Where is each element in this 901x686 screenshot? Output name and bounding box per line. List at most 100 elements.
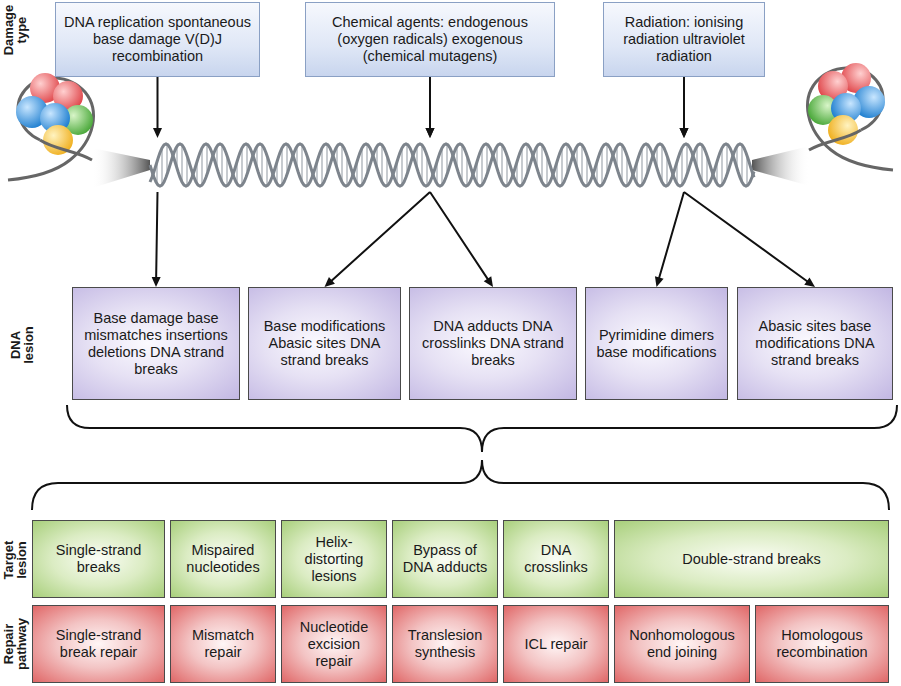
arrowhead	[325, 277, 335, 287]
base-pair	[361, 148, 363, 185]
box-text: Translesion synthesis	[399, 627, 491, 661]
box-text: Homologous recombination	[762, 627, 882, 661]
base-pair	[201, 148, 203, 185]
damage-arrow	[325, 77, 435, 287]
arrowhead	[804, 277, 815, 287]
box-text: ICL repair	[524, 636, 587, 653]
arrowhead	[426, 128, 435, 138]
dna-lesion-box: Base damage base mismatches insertions d…	[72, 287, 240, 400]
row-label: DNA lesion	[9, 315, 35, 375]
dna-strand	[150, 144, 754, 186]
base-pair	[601, 148, 603, 185]
box-text: Single-strand break repair	[39, 627, 158, 661]
base-pair	[301, 145, 303, 182]
box-text: Double-strand breaks	[682, 551, 821, 568]
connector-line	[659, 77, 684, 279]
base-pair	[281, 148, 283, 185]
damage-type-box: Radiation: ionising radiation ultraviole…	[603, 2, 765, 77]
box-text: Nonhomologous end joining	[621, 627, 743, 661]
box-text: Helix-distorting lesions	[288, 534, 380, 585]
base-pair	[561, 148, 563, 185]
box-text: Bypass of DNA adducts	[399, 542, 491, 576]
dna-lesion-box: DNA adducts DNA crosslinks DNA strand br…	[409, 287, 577, 400]
connector-line	[330, 77, 430, 282]
box-text: DNA crosslinks	[510, 542, 602, 576]
base-pair	[661, 145, 663, 182]
base-pair	[321, 148, 323, 185]
box-text: Pyrimidine dimers base modifications	[592, 327, 721, 361]
dna-strand	[150, 144, 754, 186]
dna-fade	[752, 146, 810, 186]
base-pair	[721, 148, 723, 185]
repair-pathway-box: Mismatch repair	[170, 605, 276, 683]
repair-pathway-box: Nonhomologous end joining	[614, 605, 750, 683]
nucleosome-icon	[8, 73, 93, 180]
arrowhead	[152, 277, 161, 287]
target-lesion-box: Double-strand breaks	[614, 520, 889, 598]
arrowhead	[153, 128, 162, 138]
box-text: Radiation: ionising radiation ultraviole…	[610, 14, 758, 65]
box-text: Mispaired nucleotides	[177, 542, 269, 576]
target-lesion-box: Bypass of DNA adducts	[392, 520, 498, 598]
connector-line	[156, 77, 157, 279]
dna-lesion-box: Abasic sites base modifications DNA stra…	[737, 287, 893, 400]
box-text: Base damage base mismatches insertions d…	[79, 310, 233, 378]
base-pair	[521, 148, 523, 185]
nucleosome-icon	[808, 63, 893, 170]
base-pair	[621, 145, 623, 182]
base-pair	[461, 145, 463, 182]
damage-type-box: Chemical agents: endogenous (oxygen radi…	[305, 2, 555, 77]
bracket	[67, 405, 897, 452]
arrowhead	[680, 128, 689, 138]
target-lesion-box: Single-strand breaks	[32, 520, 165, 598]
box-text: Mismatch repair	[177, 627, 269, 661]
base-pair	[381, 145, 383, 182]
dna-helix	[150, 144, 754, 186]
dna-lesion-box: Base modifications Abasic sites DNA stra…	[248, 287, 401, 400]
row-label: Target lesion	[2, 524, 28, 596]
arrowhead	[484, 276, 493, 287]
base-pair	[261, 145, 263, 182]
base-pair	[181, 145, 183, 182]
damage-arrow	[426, 77, 494, 287]
base-pair	[501, 145, 503, 182]
arrowhead	[680, 128, 689, 138]
damage-type-box: DNA replication spontaneous base damage …	[55, 2, 260, 77]
base-pair	[581, 145, 583, 182]
dna-fade	[92, 148, 150, 188]
box-text: DNA adducts DNA crosslinks DNA strand br…	[416, 318, 570, 369]
repair-pathway-box: Single-strand break repair	[32, 605, 165, 683]
damage-arrow	[680, 77, 816, 287]
repair-pathway-box: Homologous recombination	[755, 605, 889, 683]
base-pair	[161, 148, 163, 185]
base-pair	[681, 148, 683, 185]
base-pair	[481, 148, 483, 185]
base-pair	[421, 145, 423, 182]
base-pair	[341, 145, 343, 182]
row-label: Repair pathway	[2, 604, 28, 684]
box-text: DNA replication spontaneous base damage …	[62, 14, 253, 65]
base-pair	[441, 148, 443, 185]
repair-pathway-box: ICL repair	[503, 605, 609, 683]
connector-line	[430, 77, 489, 280]
base-pair	[241, 148, 243, 185]
box-text: Abasic sites base modifications DNA stra…	[744, 318, 886, 369]
repair-pathway-box: Nucleotide excision repair	[281, 605, 387, 683]
dna-lesion-box: Pyrimidine dimers base modifications	[585, 287, 728, 400]
base-pair	[641, 148, 643, 185]
damage-arrow	[152, 77, 162, 287]
bracket	[32, 460, 889, 510]
box-text: Nucleotide excision repair	[288, 619, 380, 670]
connector-line	[684, 77, 809, 282]
base-pair	[701, 145, 703, 182]
arrowhead	[655, 276, 664, 287]
base-pair	[401, 148, 403, 185]
box-text: Base modifications Abasic sites DNA stra…	[255, 318, 394, 369]
box-text: Chemical agents: endogenous (oxygen radi…	[312, 14, 548, 65]
box-text: Single-strand breaks	[39, 542, 158, 576]
arrowhead	[426, 128, 435, 138]
base-pair	[741, 145, 743, 182]
repair-pathway-box: Translesion synthesis	[392, 605, 498, 683]
base-pair	[221, 145, 223, 182]
